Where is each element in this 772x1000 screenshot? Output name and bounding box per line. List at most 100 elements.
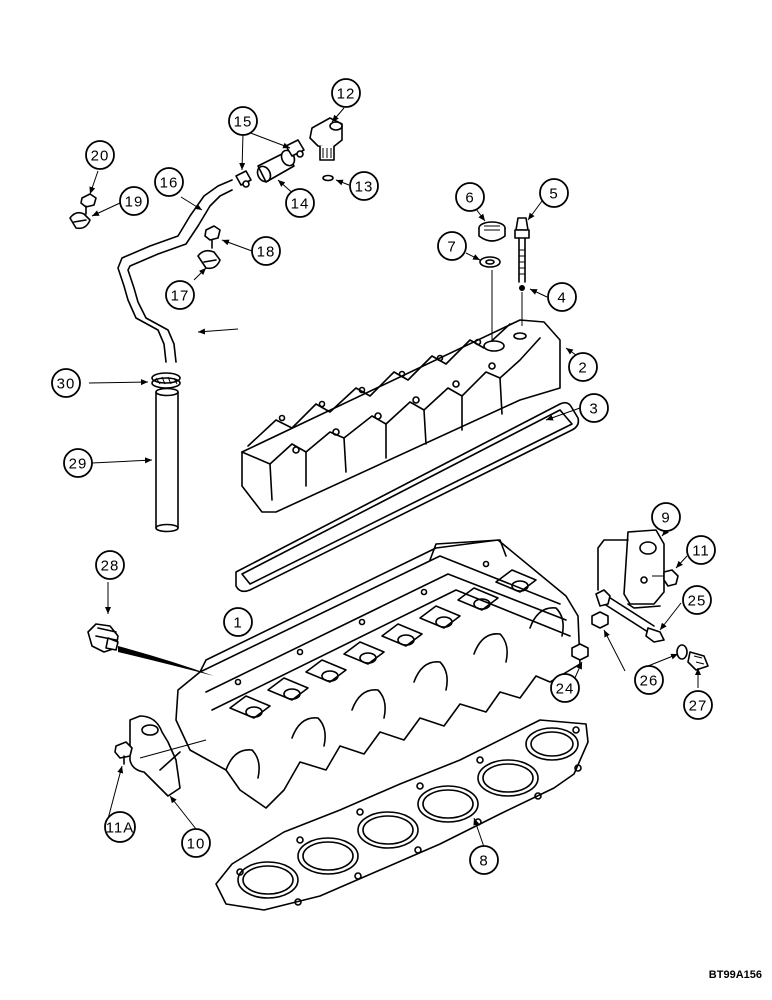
callout-number: 2 [578, 360, 587, 377]
callout-28: 28 [95, 550, 125, 580]
callout-11: 11 [686, 535, 716, 565]
callout-25: 25 [682, 585, 712, 615]
callout-labels: 123456789101111A121314151617181920242526… [51, 78, 716, 875]
leader-lines [88, 107, 701, 848]
callout-circle [683, 690, 713, 720]
callout-29: 29 [63, 448, 93, 478]
callout-18: 18 [251, 236, 281, 266]
callout-number: 20 [91, 148, 110, 165]
head-gasket [215, 719, 589, 911]
callout-26: 26 [634, 665, 664, 695]
callout-number: 28 [101, 558, 120, 575]
callout-number: 1 [233, 615, 242, 632]
callout-circle [634, 665, 664, 695]
callout-14: 14 [285, 188, 315, 218]
callout-circle [682, 585, 712, 615]
callout-10: 10 [181, 828, 211, 858]
callout-circle [251, 236, 281, 266]
valve-cover-gasket [235, 401, 580, 593]
callout-number: 24 [556, 681, 575, 698]
callout-number: 3 [589, 401, 598, 418]
callout-number: 7 [447, 239, 456, 256]
plug [87, 623, 214, 676]
callout-circle [547, 282, 577, 312]
cylinder-head [175, 539, 581, 809]
callout-circle [85, 140, 115, 170]
callout-number: 11 [692, 543, 710, 560]
callout-circle [223, 607, 253, 637]
callout-15: 15 [228, 106, 258, 136]
callout-24: 24 [550, 673, 580, 703]
callout-3: 3 [579, 393, 609, 423]
callout-number: 17 [171, 288, 190, 305]
callout-circle [165, 280, 195, 310]
callout-number: 26 [640, 673, 659, 690]
callout-1: 1 [223, 607, 253, 637]
callout-number: 11A [106, 820, 135, 837]
callout-6: 6 [455, 182, 485, 212]
callout-circle [104, 811, 136, 843]
filler-cap-and-stud [478, 217, 530, 340]
breather-tube [117, 179, 233, 533]
callout-number: 18 [257, 244, 276, 261]
callout-16: 16 [154, 167, 184, 197]
callout-27: 27 [683, 690, 713, 720]
callout-5: 5 [539, 178, 569, 208]
callout-circle [119, 186, 149, 216]
callout-circle [349, 171, 379, 201]
callout-number: 30 [57, 376, 76, 393]
callout-circle [455, 182, 485, 212]
callout-number: 6 [465, 190, 474, 207]
drawing-code: BT99A156 [709, 969, 762, 981]
callout-number: 16 [160, 175, 179, 192]
valve-cover [241, 319, 561, 513]
callout-20: 20 [85, 140, 115, 170]
callout-4: 4 [547, 282, 577, 312]
callout-number: 27 [689, 698, 708, 715]
callout-circle [51, 368, 81, 398]
callout-circle [539, 178, 569, 208]
callout-number: 13 [355, 179, 374, 196]
callout-number: 5 [549, 186, 558, 203]
mounting-clamps [69, 193, 221, 270]
callout-number: 14 [291, 196, 310, 213]
callout-circle [651, 502, 681, 532]
callout-8: 8 [469, 845, 499, 875]
callout-12: 12 [331, 78, 361, 108]
callout-number: 10 [187, 836, 206, 853]
callout-number: 29 [69, 456, 88, 473]
callout-circle [686, 535, 716, 565]
callout-number: 4 [557, 290, 566, 307]
callout-circle [63, 448, 93, 478]
callout-17: 17 [165, 280, 195, 310]
callout-19: 19 [119, 186, 149, 216]
lifting-bracket-rear [114, 715, 207, 797]
callout-circle [331, 78, 361, 108]
callout-circle [469, 845, 499, 875]
callout-number: 15 [234, 114, 253, 131]
callout-13: 13 [349, 171, 379, 201]
callout-number: 12 [337, 86, 356, 103]
callout-number: 25 [688, 593, 707, 610]
callout-circle [228, 106, 258, 136]
callout-circle [95, 550, 125, 580]
callout-circle [181, 828, 211, 858]
callout-7: 7 [437, 231, 467, 261]
callout-circle [579, 393, 609, 423]
callout-circle [437, 231, 467, 261]
lifting-bracket-front [597, 529, 679, 609]
breather-elbow [309, 117, 343, 182]
hose-and-clamps [235, 139, 305, 188]
callout-9: 9 [651, 502, 681, 532]
callout-11a: 11A [104, 811, 136, 843]
callout-circle [568, 352, 598, 382]
callout-30: 30 [51, 368, 81, 398]
callout-circle [550, 673, 580, 703]
callout-number: 8 [479, 853, 488, 870]
tube-and-fittings [571, 589, 709, 671]
callout-circle [154, 167, 184, 197]
callout-circle [285, 188, 315, 218]
callout-number: 9 [661, 510, 670, 527]
